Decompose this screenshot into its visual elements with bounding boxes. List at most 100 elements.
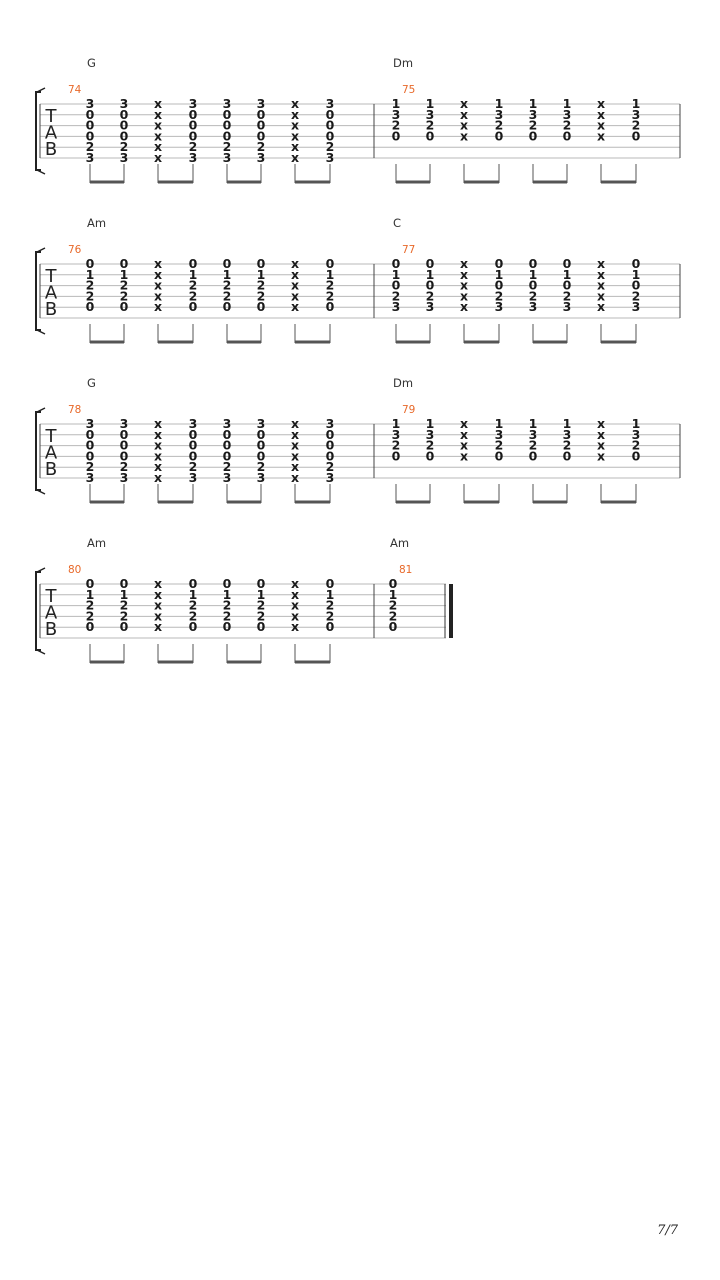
dead-note: x xyxy=(291,448,299,463)
fret-number: 3 xyxy=(189,416,198,431)
fret-number: 0 xyxy=(326,299,335,314)
fret-number: 1 xyxy=(495,96,504,111)
fret-number: 2 xyxy=(257,288,266,303)
fret-number: 0 xyxy=(120,128,129,143)
fret-number: 1 xyxy=(426,267,435,282)
fret-number: 2 xyxy=(120,288,129,303)
fret-number: 1 xyxy=(392,267,401,282)
dead-note: x xyxy=(291,427,299,442)
fret-number: 1 xyxy=(223,587,232,602)
fret-number: 0 xyxy=(326,619,335,634)
dead-note: x xyxy=(460,427,468,442)
fret-number: 0 xyxy=(86,299,95,314)
dead-note: x xyxy=(154,576,162,591)
fret-number: 0 xyxy=(86,107,95,122)
fret-number: 2 xyxy=(632,438,641,453)
fret-number: 0 xyxy=(389,576,398,591)
dead-note: x xyxy=(291,128,299,143)
fret-number: 3 xyxy=(326,416,335,431)
fret-number: 2 xyxy=(563,288,572,303)
fret-number: 0 xyxy=(223,107,232,122)
fret-number: 3 xyxy=(426,427,435,442)
fret-number: 0 xyxy=(120,118,129,133)
dead-note: x xyxy=(291,470,299,485)
fret-number: 2 xyxy=(189,459,198,474)
bracket-top-hook xyxy=(36,247,46,253)
dead-note: x xyxy=(291,107,299,122)
fret-number: 3 xyxy=(257,96,266,111)
dead-note: x xyxy=(154,288,162,303)
measure-number: 79 xyxy=(402,404,415,416)
fret-number: 0 xyxy=(257,118,266,133)
dead-note: x xyxy=(291,288,299,303)
dead-note: x xyxy=(460,438,468,453)
fret-number: 0 xyxy=(223,118,232,133)
fret-number: 0 xyxy=(120,427,129,442)
fret-number: 0 xyxy=(495,128,504,143)
fret-number: 2 xyxy=(120,278,129,293)
fret-number: 1 xyxy=(529,96,538,111)
measure-number: 77 xyxy=(402,244,415,256)
fret-number: 1 xyxy=(563,96,572,111)
fret-number: 0 xyxy=(563,256,572,271)
dead-note: x xyxy=(597,438,605,453)
fret-number: 0 xyxy=(120,576,129,591)
dead-note: x xyxy=(291,619,299,634)
fret-number: 0 xyxy=(632,128,641,143)
fret-number: 1 xyxy=(120,267,129,282)
fret-number: 1 xyxy=(326,587,335,602)
fret-number: 2 xyxy=(223,459,232,474)
fret-number: 0 xyxy=(392,448,401,463)
fret-number: 0 xyxy=(529,256,538,271)
fret-number: 0 xyxy=(189,118,198,133)
fret-number: 2 xyxy=(189,139,198,154)
fret-number: 1 xyxy=(563,416,572,431)
fret-number: 0 xyxy=(86,256,95,271)
fret-number: 2 xyxy=(86,139,95,154)
dead-note: x xyxy=(460,416,468,431)
fret-number: 2 xyxy=(563,438,572,453)
fret-number: 0 xyxy=(495,448,504,463)
dead-note: x xyxy=(154,139,162,154)
bracket-bottom-hook xyxy=(36,649,46,655)
fret-number: 3 xyxy=(86,416,95,431)
dead-note: x xyxy=(291,139,299,154)
dead-note: x xyxy=(154,107,162,122)
fret-number: 3 xyxy=(495,427,504,442)
fret-number: 2 xyxy=(392,118,401,133)
fret-number: 0 xyxy=(426,256,435,271)
fret-number: 1 xyxy=(189,587,198,602)
fret-number: 1 xyxy=(632,267,641,282)
fret-number: 3 xyxy=(86,470,95,485)
fret-number: 2 xyxy=(529,118,538,133)
fret-number: 0 xyxy=(223,256,232,271)
fret-number: 0 xyxy=(189,256,198,271)
bracket-bottom-hook xyxy=(36,489,46,495)
fret-number: 0 xyxy=(86,448,95,463)
dead-note: x xyxy=(154,150,162,165)
fret-number: 0 xyxy=(326,128,335,143)
fret-number: 2 xyxy=(257,608,266,623)
fret-number: 2 xyxy=(86,278,95,293)
dead-note: x xyxy=(597,107,605,122)
fret-number: 2 xyxy=(223,288,232,303)
fret-number: 0 xyxy=(257,448,266,463)
fret-number: 2 xyxy=(326,139,335,154)
fret-number: 0 xyxy=(189,438,198,453)
dead-note: x xyxy=(597,278,605,293)
fret-number: 2 xyxy=(495,288,504,303)
dead-note: x xyxy=(291,96,299,111)
measure-number: 80 xyxy=(68,564,81,576)
chord-name: Am xyxy=(87,536,106,550)
chord-name: G xyxy=(87,376,96,390)
fret-number: 0 xyxy=(529,448,538,463)
dead-note: x xyxy=(154,608,162,623)
tab-clef-letter: A xyxy=(45,443,58,464)
fret-number: 3 xyxy=(326,96,335,111)
fret-number: 0 xyxy=(563,128,572,143)
fret-number: 2 xyxy=(326,608,335,623)
fret-number: 3 xyxy=(632,427,641,442)
fret-number: 3 xyxy=(223,96,232,111)
fret-number: 3 xyxy=(189,150,198,165)
dead-note: x xyxy=(460,288,468,303)
